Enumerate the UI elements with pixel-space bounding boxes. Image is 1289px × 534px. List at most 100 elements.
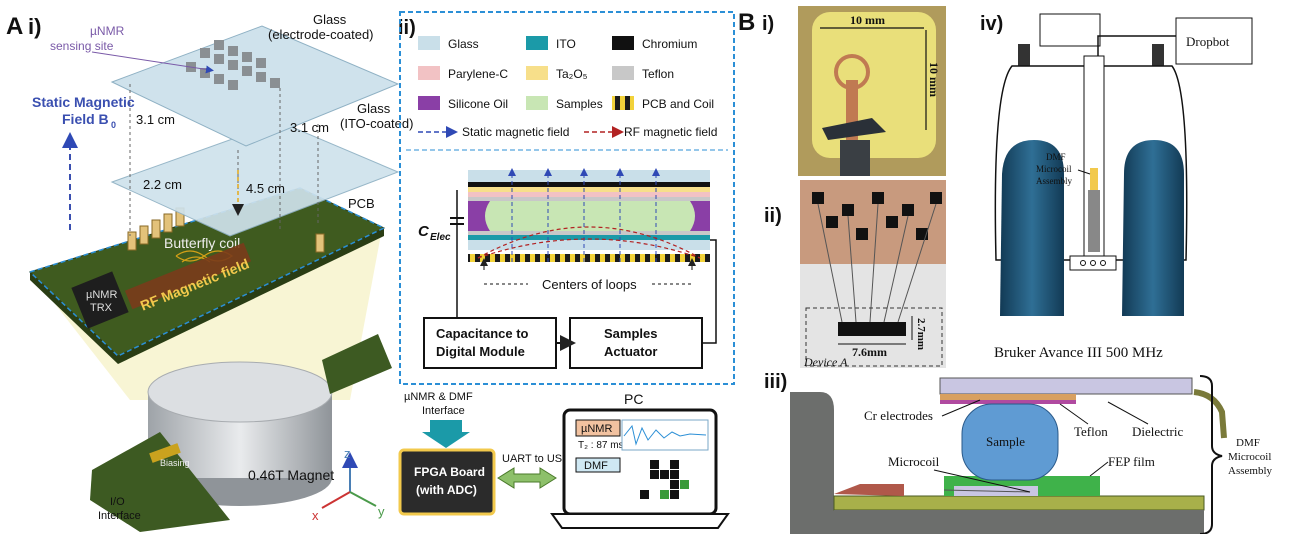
xs-pcb-coil bbox=[468, 254, 710, 262]
biasing-label: Biasing bbox=[160, 458, 190, 468]
fpga-label-1: FPGA Board bbox=[414, 465, 485, 479]
glass-ito-label-2: (ITO-coated) bbox=[340, 116, 413, 131]
dim-2-7: 2.7mm bbox=[915, 318, 927, 350]
magnet-label: 0.46T Magnet bbox=[248, 467, 334, 483]
butterfly-label: Butterfly coil bbox=[164, 235, 240, 251]
legend-samples: Samples bbox=[556, 97, 603, 111]
cr-label: Cr electrodes bbox=[864, 408, 933, 423]
legend-parylene-swatch bbox=[418, 66, 440, 80]
side-board bbox=[322, 334, 392, 394]
trx-label-2: TRX bbox=[90, 302, 113, 314]
io-board bbox=[90, 432, 230, 532]
magnet-cylinder: 0.46T Magnet bbox=[147, 361, 334, 506]
dropbot-label: Dropbot bbox=[1186, 34, 1230, 49]
dim10-v: 10 mm bbox=[927, 62, 941, 97]
asm-label-2: Microcoil bbox=[1228, 451, 1271, 463]
legend-ta2o5: Ta₂O₅ bbox=[556, 67, 588, 81]
centers-label: Centers of loops bbox=[542, 277, 637, 292]
xs-sample bbox=[485, 201, 695, 231]
bruker-label: Bruker Avance III 500 MHz bbox=[994, 345, 1163, 361]
xs-bottom-glass bbox=[468, 240, 710, 250]
panel-a-sub-i: i) bbox=[28, 14, 41, 39]
legend-teflon-swatch bbox=[612, 66, 634, 80]
dim-7-6: 7.6mm bbox=[852, 345, 887, 359]
unmr-site-label-2: sensing site bbox=[50, 39, 114, 53]
legend-silicone: Silicone Oil bbox=[448, 97, 508, 111]
glass-top-label-2: (electrode-coated) bbox=[268, 27, 374, 42]
asm-label-3: Assembly bbox=[1228, 465, 1273, 477]
device-a-label: Device A bbox=[803, 355, 848, 369]
fpga-board bbox=[398, 448, 496, 516]
fpga-label-2: (with ADC) bbox=[416, 483, 477, 497]
electrode-glass: 3.1 cm 3.1 cm bbox=[110, 25, 400, 147]
fep-pointer bbox=[1089, 461, 1109, 477]
xs-rf-field-lines bbox=[477, 226, 701, 259]
panel-b-sub-ii: ii) bbox=[764, 205, 782, 227]
iface-label-1: µNMR & DMF bbox=[404, 391, 473, 403]
nmr-spectrometer bbox=[994, 13, 1188, 316]
cross-section: C Elec Centers of loops bbox=[418, 168, 710, 330]
legend-static: Static magnetic field bbox=[462, 125, 569, 139]
dim-4-5: 4.5 cm bbox=[246, 181, 285, 196]
axis-x-label: x bbox=[312, 508, 319, 523]
glass-top-label-1: Glass bbox=[313, 12, 347, 27]
xs-parylene bbox=[468, 192, 710, 197]
legend-chromium: Chromium bbox=[642, 37, 697, 51]
photo-device-top: 10 mm 10 mm bbox=[798, 6, 946, 176]
pc-waveform bbox=[623, 424, 707, 446]
layer-legend: Glass ITO Chromium Parylene-C Ta₂O₅ Tefl… bbox=[418, 36, 717, 139]
legend-ta2o5-swatch bbox=[526, 66, 548, 80]
legend-glass-swatch bbox=[418, 36, 440, 50]
cap-module-label-1: Capacitance to bbox=[436, 326, 529, 341]
ito-glass: 2.2 cm 4.5 cm bbox=[110, 121, 400, 237]
device-a-traces bbox=[817, 203, 937, 323]
cap-module-label-2: Digital Module bbox=[436, 344, 525, 359]
io-connector bbox=[149, 443, 181, 463]
iface-down-arrow bbox=[422, 420, 470, 448]
legend-pcb-coil: PCB and Coil bbox=[642, 97, 714, 111]
microcoil-label: Microcoil bbox=[888, 454, 940, 469]
legend-rf: RF magnetic field bbox=[624, 125, 717, 139]
device-a-box bbox=[805, 307, 943, 367]
teflon-label: Teflon bbox=[1074, 424, 1108, 439]
pc-label: PC bbox=[624, 391, 643, 407]
pcb-board: µNMR TRX Butterfly coil RF Magnetic fiel… bbox=[29, 187, 386, 364]
microcoil-pointer bbox=[933, 469, 1031, 493]
legend-teflon: Teflon bbox=[642, 67, 674, 81]
dielectric-label: Dielectric bbox=[1132, 424, 1183, 439]
pcb-pins bbox=[127, 207, 325, 253]
dim-2-2: 2.2 cm bbox=[143, 177, 182, 192]
pc-t2-label: T₂ : 87 ms bbox=[578, 440, 624, 451]
uart-double-arrow bbox=[497, 467, 557, 489]
dmf-iv-pointer bbox=[1077, 169, 1091, 175]
panel-b-sub-i: i) bbox=[762, 13, 774, 35]
panel-a-sub-ii: ii) bbox=[398, 17, 416, 39]
panel-b-sub-iv: iv) bbox=[980, 13, 1003, 35]
uart-label: UART to USB bbox=[502, 453, 569, 465]
legend-pcb-swatch bbox=[612, 96, 634, 110]
actuator-wire bbox=[702, 239, 717, 344]
xs-teflon-bottom bbox=[468, 231, 710, 235]
cap-digital-module bbox=[423, 317, 557, 369]
legend-parylene: Parylene-C bbox=[448, 67, 508, 81]
actuator-label-2: Actuator bbox=[604, 344, 657, 359]
panel-ii-frame bbox=[399, 11, 735, 385]
pc-dmf-tab bbox=[575, 457, 621, 473]
legend-glass: Glass bbox=[448, 37, 479, 51]
panel-b-sub-iii: iii) bbox=[764, 371, 787, 393]
cr-pointer bbox=[941, 399, 981, 417]
panel-b-label: B bbox=[738, 9, 755, 36]
xs-ito bbox=[468, 235, 710, 240]
xs-static-field-lines bbox=[508, 168, 660, 262]
dmf-iv-label-1: DMF bbox=[1046, 152, 1066, 162]
photo-device-a: 2.7mm 7.6mm Device A bbox=[800, 180, 946, 369]
c-elec-label: C bbox=[418, 223, 430, 240]
axes-triad: z x y bbox=[312, 446, 385, 523]
legend-silicone-swatch bbox=[418, 96, 440, 110]
legend-samples-swatch bbox=[526, 96, 548, 110]
pc-unmr-label: µNMR bbox=[581, 423, 612, 435]
assembly-cross-section bbox=[790, 377, 1227, 534]
static-field-sub: 0 bbox=[111, 120, 116, 130]
xs-chromium bbox=[468, 182, 710, 187]
